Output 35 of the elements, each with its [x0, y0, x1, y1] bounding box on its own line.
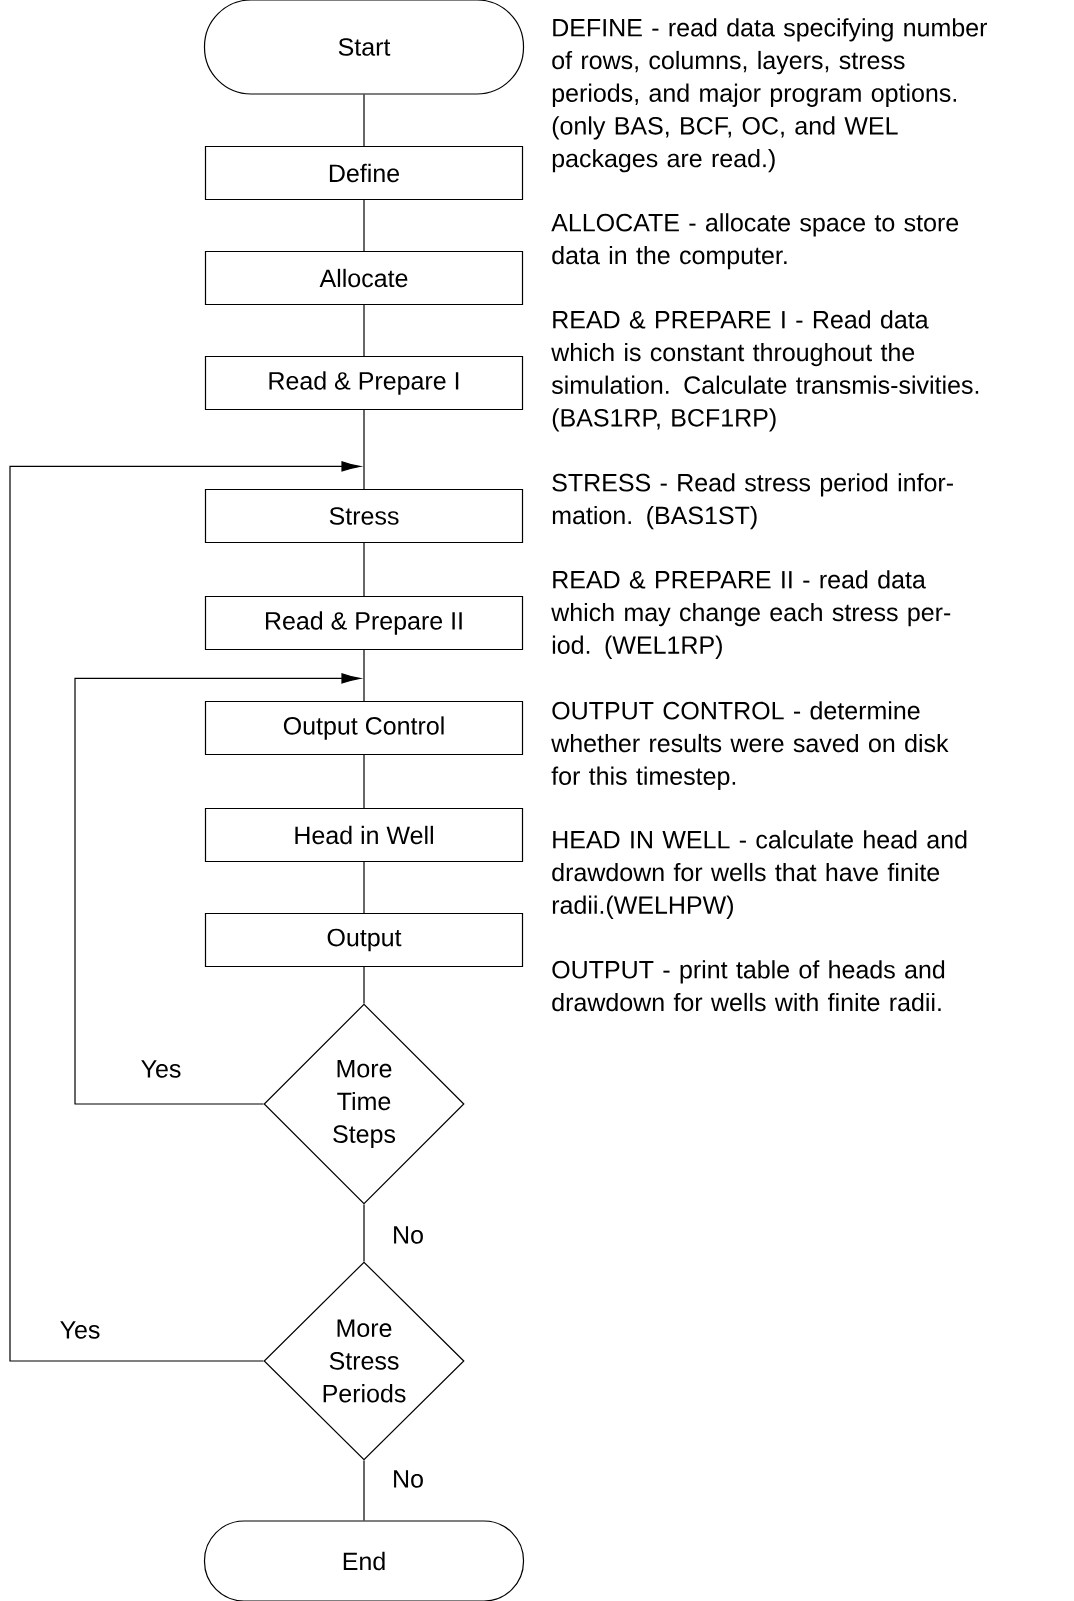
description-text: DEFINE - read data specifying number of rows, columns, layers, stress periods, and major program options. (only BAS, BCF, OC, and WEL packages are read.) [552, 18, 987, 173]
process-box: Head in Well [204, 807, 524, 863]
process-box: Define [204, 145, 524, 201]
description-text: HEAD IN WELL - calculate head and drawdown for wells that have finite radii.(WELHPW) [552, 830, 967, 919]
connector-line [363, 94, 365, 147]
connector-line [363, 1203, 365, 1262]
description-text: READ & PREPARE II - read data which may change each stress per-iod. (WEL1RP) [551, 570, 951, 659]
connector-line [363, 649, 365, 702]
process-box: Allocate [204, 250, 524, 306]
description-text: OUTPUT - print table of heads and drawdown for wells with finite radii. [552, 960, 945, 1012]
process-box: Read & Prepare II [204, 595, 524, 651]
description-text: ALLOCATE - allocate space to store data in the computer. [551, 213, 959, 270]
description-text: STRESS - Read stress period infor-mation. (BAS1ST) [552, 473, 953, 530]
connector-line [363, 409, 365, 490]
connector-line [363, 304, 365, 357]
edge-label: No [394, 1470, 423, 1488]
terminal-stadium: End [203, 1520, 525, 1601]
process-box: Output Control [204, 700, 524, 756]
connector-line [363, 542, 365, 597]
connector-line [363, 754, 365, 809]
connector-line [363, 966, 365, 1005]
edge-label: No [394, 1226, 423, 1244]
process-box: Output [204, 912, 524, 968]
edge-label: Yes [141, 1060, 181, 1078]
description-text: OUTPUT CONTROL - determine whether results were saved on disk for this timestep. [551, 701, 949, 790]
process-box: Stress [204, 488, 524, 544]
connector-line [363, 199, 365, 252]
loop-arrow [9, 461, 361, 1362]
connector-line [363, 1460, 365, 1521]
loop-arrow [74, 673, 361, 1105]
connector-line [363, 861, 365, 914]
description-text: READ & PREPARE I - Read data which is constant throughout the simulation. Calculate transmis-sivities. (BAS1RP, BCF1RP) [551, 310, 979, 432]
terminal-stadium: Start [203, 0, 525, 95]
edge-label: Yes [60, 1321, 100, 1339]
process-box: Read & Prepare I [204, 355, 524, 411]
